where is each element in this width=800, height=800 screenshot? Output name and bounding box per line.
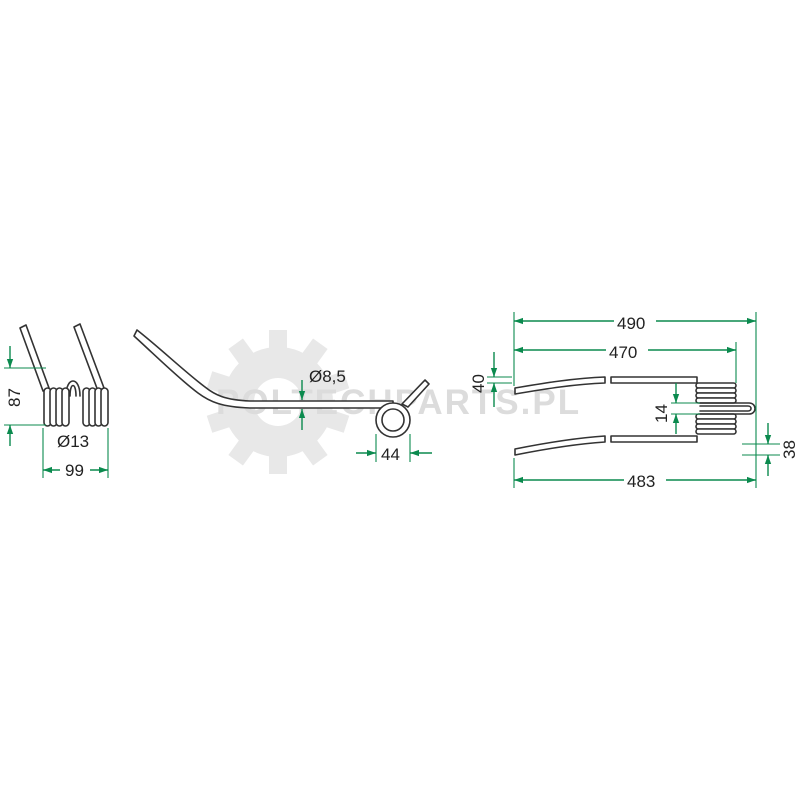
top-coil-offset-label: 38 [780, 440, 799, 459]
side-wire-diameter-dimension: Ø8,5 [298, 367, 346, 430]
front-height-dimension: 87 [4, 346, 46, 446]
front-right-coil [82, 387, 109, 427]
top-lower-tine [514, 435, 606, 456]
top-view: 490 470 40 14 [469, 311, 799, 491]
top-lower-tine-rear [610, 435, 698, 443]
top-upper-tine [514, 376, 606, 395]
side-wire-diameter-label: Ø8,5 [309, 367, 346, 386]
top-upper-tine-rear [610, 376, 698, 384]
top-spread-dimension: 40 [469, 352, 512, 407]
top-base-length-label: 483 [627, 472, 655, 491]
top-coil-offset-dimension: 38 [742, 423, 799, 476]
top-coil-gap-label: 14 [652, 404, 671, 423]
front-hook-inner [69, 384, 77, 397]
top-tine-length-dimension: 470 [514, 340, 737, 383]
front-height-label: 87 [5, 388, 24, 407]
gear-logo-icon [206, 330, 350, 474]
side-view: Ø8,5 44 [133, 329, 432, 464]
front-left-tine [19, 324, 50, 392]
front-width-label: 99 [65, 461, 84, 480]
top-spread-label: 40 [469, 374, 488, 393]
side-eye-width-dimension: 44 [356, 434, 432, 464]
top-hook-loop [699, 402, 756, 415]
side-eye-width-label: 44 [381, 445, 400, 464]
top-upper-coil [695, 382, 737, 404]
watermark: POLTECHPARTS.PL [206, 330, 579, 474]
top-base-length-dimension: 483 [513, 458, 756, 491]
front-right-tine [73, 323, 105, 392]
top-hook-loop-inner [699, 405, 752, 412]
front-left-coil [43, 387, 70, 427]
top-overall-length-dimension: 490 [513, 311, 757, 488]
top-lower-coil [695, 413, 737, 435]
front-coil-diameter-label: Ø13 [57, 432, 89, 451]
top-tine-length-label: 470 [609, 343, 637, 362]
front-view: 87 Ø13 99 [4, 323, 109, 480]
top-coil-gap-dimension: 14 [652, 383, 700, 434]
front-width-dimension: 99 [42, 428, 109, 480]
side-coil-eye [375, 402, 411, 438]
top-overall-length-label: 490 [617, 314, 645, 333]
side-tail [401, 379, 430, 408]
